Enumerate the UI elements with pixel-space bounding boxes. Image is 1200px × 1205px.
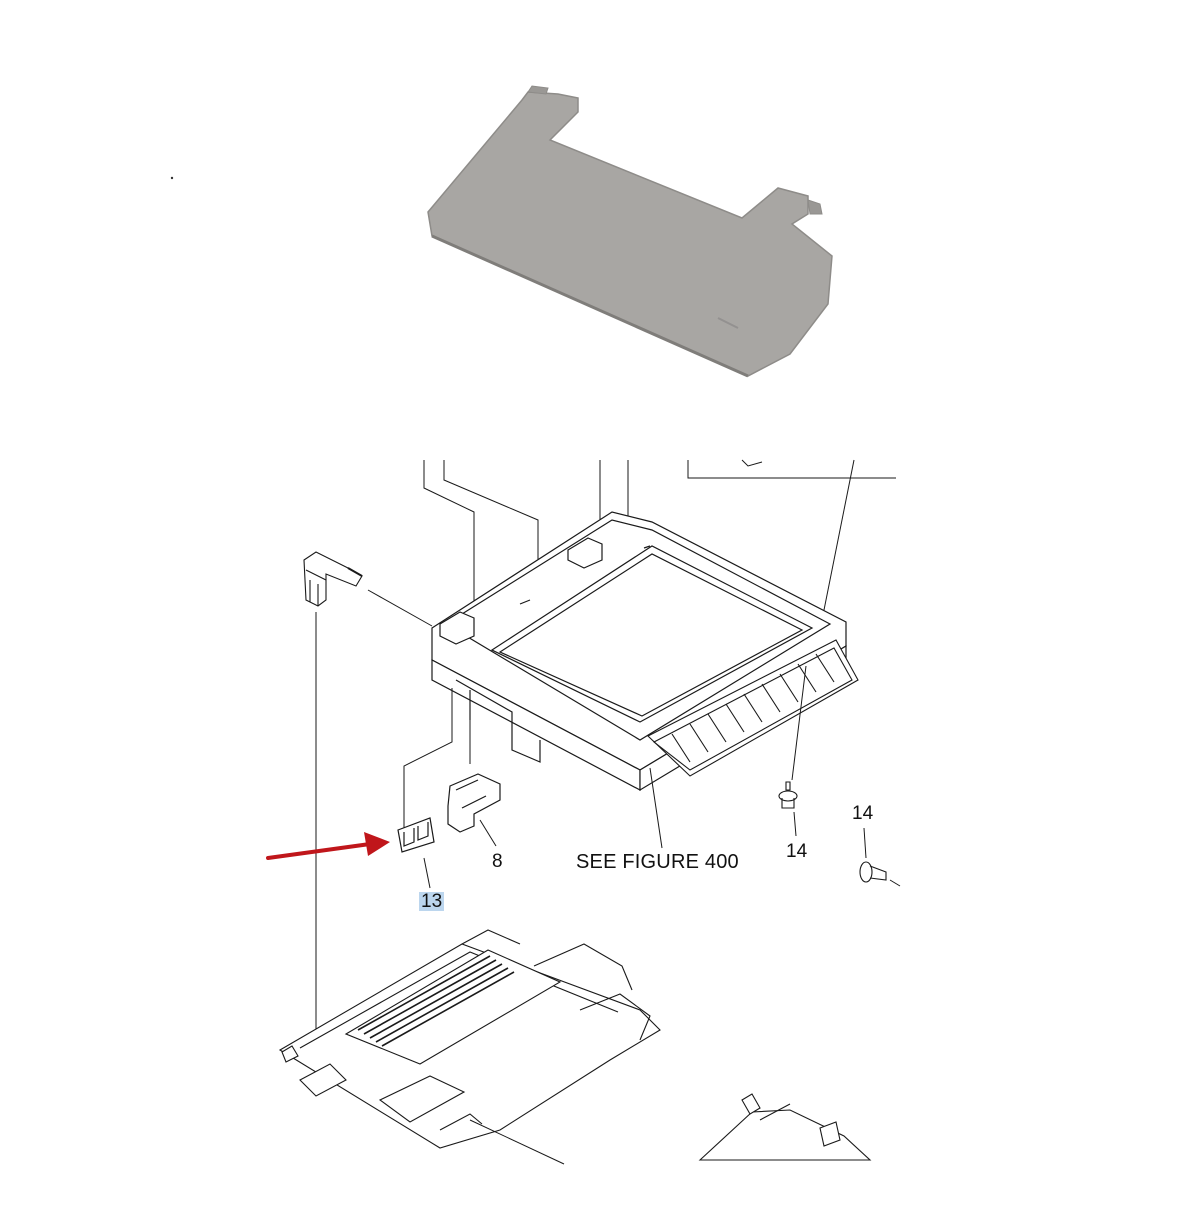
left-latch-part xyxy=(303,551,363,607)
see-figure-caption: SEE FIGURE 400 xyxy=(576,851,739,873)
part-8-bracket xyxy=(447,773,501,833)
latch-leader xyxy=(367,589,433,627)
callout-13: 13 xyxy=(419,891,445,912)
screw-14-upper-leader xyxy=(791,665,807,781)
bottom-right-part xyxy=(698,1093,872,1161)
part-8-callout-line xyxy=(479,819,497,847)
screw-14-right-tail xyxy=(889,879,901,887)
tray-front-edge xyxy=(431,234,749,378)
tray-slot-mark xyxy=(717,317,739,329)
screw-14-right xyxy=(859,861,887,883)
lower-frame-leader xyxy=(469,1119,565,1165)
scanner-assembly xyxy=(431,511,847,792)
tray-tab-right xyxy=(807,199,823,215)
callout-14-bottom: 14 xyxy=(786,841,808,862)
part-13-bracket xyxy=(397,817,435,853)
stray-dot xyxy=(170,176,174,180)
lower-frame xyxy=(278,929,661,1149)
part-13-leader xyxy=(403,688,453,828)
part-13-callout-line xyxy=(423,857,431,889)
gray-tray-photo xyxy=(170,85,833,378)
callout-14-top: 14 xyxy=(852,803,874,824)
screw-14-upper-callout xyxy=(793,811,797,837)
flap-ribs xyxy=(671,653,835,763)
tray-tab-left xyxy=(527,85,549,95)
screw-14-right-leader xyxy=(863,827,867,859)
screw-14-upper xyxy=(778,781,798,809)
tray-body xyxy=(427,91,833,377)
frame-ribs xyxy=(357,955,515,1047)
callout-8: 8 xyxy=(492,851,503,872)
red-pointer-arrow xyxy=(266,832,390,860)
see-figure-leader xyxy=(649,767,663,849)
